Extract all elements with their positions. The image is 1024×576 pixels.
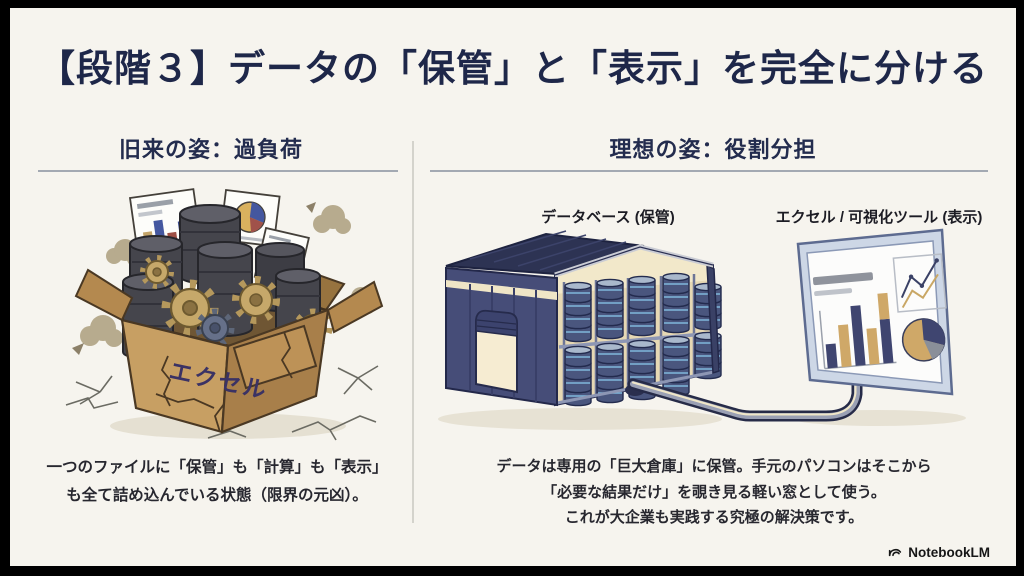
ideal-caption-line-1: データは専用の「巨大倉庫」に保管。手元のパソコンはそこから <box>496 458 932 475</box>
warehouse-shadow <box>438 408 722 430</box>
legacy-caption-line-2: も全て詰め込んでいる状態（限界の元凶）。 <box>66 487 368 504</box>
ground-cracks <box>65 365 379 441</box>
notebooklm-watermark: NotebookLM <box>887 544 990 560</box>
box-left-flap <box>74 268 134 322</box>
warehouse-to-monitor-illustration <box>438 228 966 430</box>
ideal-heading: 理想の姿：役割分担 <box>609 137 817 162</box>
notebooklm-brand-text: NotebookLM <box>908 544 990 560</box>
box-cracks <box>155 331 293 433</box>
notebooklm-icon <box>889 548 902 557</box>
dashboard-line-chart <box>892 253 947 313</box>
dashboard-screen <box>812 253 947 370</box>
warehouse-icon <box>445 230 722 407</box>
overloaded-excel-box-illustration: エクセル <box>65 188 384 441</box>
dashboard-pie-chart <box>901 318 946 362</box>
monitor-icon <box>796 228 954 396</box>
warehouse-door <box>475 309 518 394</box>
ideal-heading-underline <box>430 170 988 172</box>
dashboard-bar-chart <box>818 292 897 370</box>
slide-title: 【段階３】データの「保管」と「表示」を完全に分ける <box>38 48 988 89</box>
ideal-caption-line-3: これが大企業も実践する究極の解決策です。 <box>564 509 864 526</box>
legacy-caption: 一つのファイルに「保管」も「計算」も「表示」 も全て詰め込んでいる状態（限界の元… <box>24 454 410 510</box>
data-pipe-connector <box>627 372 863 422</box>
box-right-flap <box>326 280 384 334</box>
slide-canvas: 【段階３】データの「保管」と「表示」を完全に分ける 旧来の姿：過負荷 <box>10 8 1016 566</box>
excel-viz-display-label: エクセル / 可視化ツール (表示) <box>775 209 983 226</box>
legacy-caption-line-1: 一つのファイルに「保管」も「計算」も「表示」 <box>46 459 388 476</box>
legacy-heading: 旧来の姿：過負荷 <box>118 137 303 162</box>
ideal-caption-line-2: 「必要な結果だけ」を覗き見る軽い窓として使う。 <box>542 483 886 501</box>
legacy-heading-underline <box>38 170 398 172</box>
ideal-caption: データは専用の「巨大倉庫」に保管。手元のパソコンはそこから 「必要な結果だけ」を… <box>438 454 990 531</box>
database-storage-label: データベース (保管) <box>541 209 675 226</box>
box-front-flap <box>232 324 318 390</box>
server-rack-posts <box>562 272 713 403</box>
panel-divider <box>412 141 414 523</box>
